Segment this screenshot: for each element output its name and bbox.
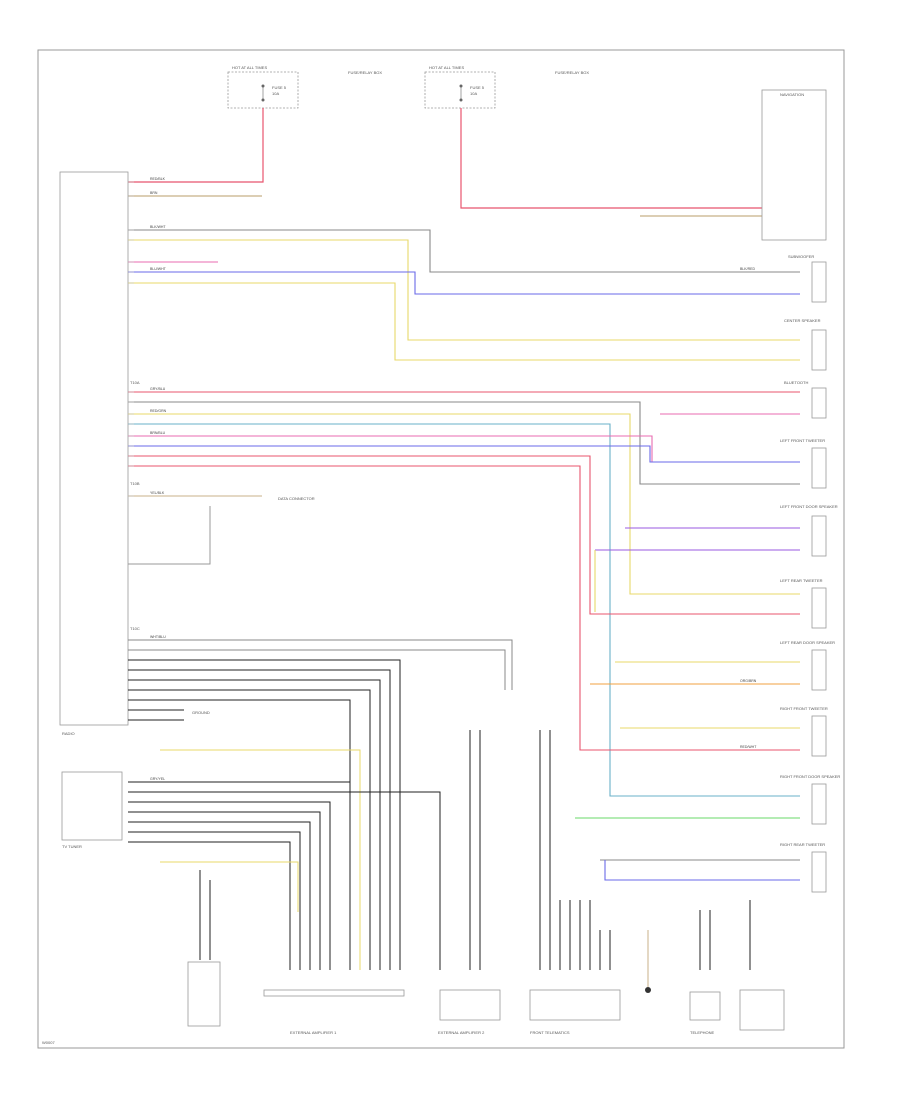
footer-code: W0007 xyxy=(42,1040,55,1045)
left-rear-tweeter-label: LEFT REAR TWEETER xyxy=(780,578,823,583)
lower-bundle xyxy=(128,639,513,970)
wire-code-label: BLK/RED xyxy=(740,267,755,271)
radio-pin-ticks xyxy=(128,181,134,497)
nav-module-label: NAVIGATION xyxy=(780,92,804,97)
right-front-door-label: RIGHT FRONT DOOR SPEAKER xyxy=(780,774,840,779)
diagram-border xyxy=(37,49,845,1049)
fuse-box-1-fuse: FUSE 5 xyxy=(272,85,287,90)
fuse-box-1-title: HOT AT ALL TIMES xyxy=(232,65,267,70)
ext-amp-2-label: EXTERNAL AMPLIFIER 2 xyxy=(438,1030,485,1035)
fuse-box-2-note: FUSE/RELAY BOX xyxy=(555,70,589,75)
front-telematics-label: FRONT TELEMATICS xyxy=(530,1030,570,1035)
wire-code-label: BRN xyxy=(150,191,158,195)
left-rear-door-label: LEFT REAR DOOR SPEAKER xyxy=(780,640,835,645)
bottom-modules: EXTERNAL AMPLIFIER 1 EXTERNAL AMPLIFIER … xyxy=(42,930,785,1045)
telephone-label: TELEPHONE xyxy=(690,1030,715,1035)
right-connectors: NAVIGATION SUBWOOFER CENTER SPEAKER BLUE… xyxy=(761,89,840,893)
wire-code-label: GRY/BLU xyxy=(150,387,166,391)
ground-label: GROUND xyxy=(192,710,210,715)
tv-tuner: TV TUNER xyxy=(61,771,123,849)
power-wire-yellow xyxy=(160,749,361,970)
wire-code-label: BLK/WHT xyxy=(150,225,166,229)
fuse-feed-wires xyxy=(128,108,762,217)
left-front-tweeter-label: LEFT FRONT TWEETER xyxy=(780,438,825,443)
fuse-box-2-title: HOT AT ALL TIMES xyxy=(429,65,464,70)
upper-wires xyxy=(128,229,800,361)
bluetooth-label: BLUETOOTH xyxy=(784,380,808,385)
fuse-box-2-fuse: FUSE 5 xyxy=(470,85,485,90)
wire-code-label: BLU/WHT xyxy=(150,267,167,271)
tv-tuner-label: TV TUNER xyxy=(62,844,82,849)
wire-code-labels: RED/BLK BRN BLK/WHT BLU/WHT GRY/BLU RED/… xyxy=(150,177,757,781)
tv-tuner-wires xyxy=(128,781,441,970)
speaker-wires xyxy=(128,391,800,881)
right-front-tweeter-label: RIGHT FRONT TWEETER xyxy=(780,706,828,711)
fuse-box-2-amps: 10A xyxy=(470,91,477,96)
wire-code-label: WHT/BLU xyxy=(150,635,166,639)
wire-code-label: RED/BLK xyxy=(150,177,166,181)
radio-label: RADIO xyxy=(62,731,75,736)
radio-unit: RADIO T10A T10B T10C xyxy=(59,171,140,736)
fuse-box-1-note: FUSE/RELAY BOX xyxy=(348,70,382,75)
connector-label-1: T10A xyxy=(130,380,140,385)
wire-code-label: RED/WHT xyxy=(740,745,757,749)
amp-connector-stubs xyxy=(199,730,751,970)
wire-code-label: GRY/YEL xyxy=(150,777,165,781)
fuse-box-1-amps: 10A xyxy=(272,91,279,96)
wire-code-label: BRN/BLU xyxy=(150,431,166,435)
data-connector-label: DATA CONNECTOR xyxy=(278,496,315,501)
connector-label-2: T10B xyxy=(130,481,140,486)
left-front-door-label: LEFT FRONT DOOR SPEAKER xyxy=(780,504,838,509)
center-speaker-label: CENTER SPEAKER xyxy=(784,318,821,323)
wire-code-label: YEL/BLK xyxy=(150,491,165,495)
fuse-box-1: HOT AT ALL TIMES FUSE 5 10A FUSE/RELAY B… xyxy=(227,65,382,109)
ext-amp-1-label: EXTERNAL AMPLIFIER 1 xyxy=(290,1030,337,1035)
right-rear-tweeter-label: RIGHT REAR TWEETER xyxy=(780,842,825,847)
wire-code-label: ORG/BRN xyxy=(740,679,757,683)
connector-label-3: T10C xyxy=(130,626,140,631)
fuse-box-2: HOT AT ALL TIMES FUSE 5 10A FUSE/RELAY B… xyxy=(424,65,589,109)
data-connector: DATA CONNECTOR xyxy=(128,495,315,565)
wire-code-label: RED/GRN xyxy=(150,409,167,413)
subwoofer-label: SUBWOOFER xyxy=(788,254,814,259)
